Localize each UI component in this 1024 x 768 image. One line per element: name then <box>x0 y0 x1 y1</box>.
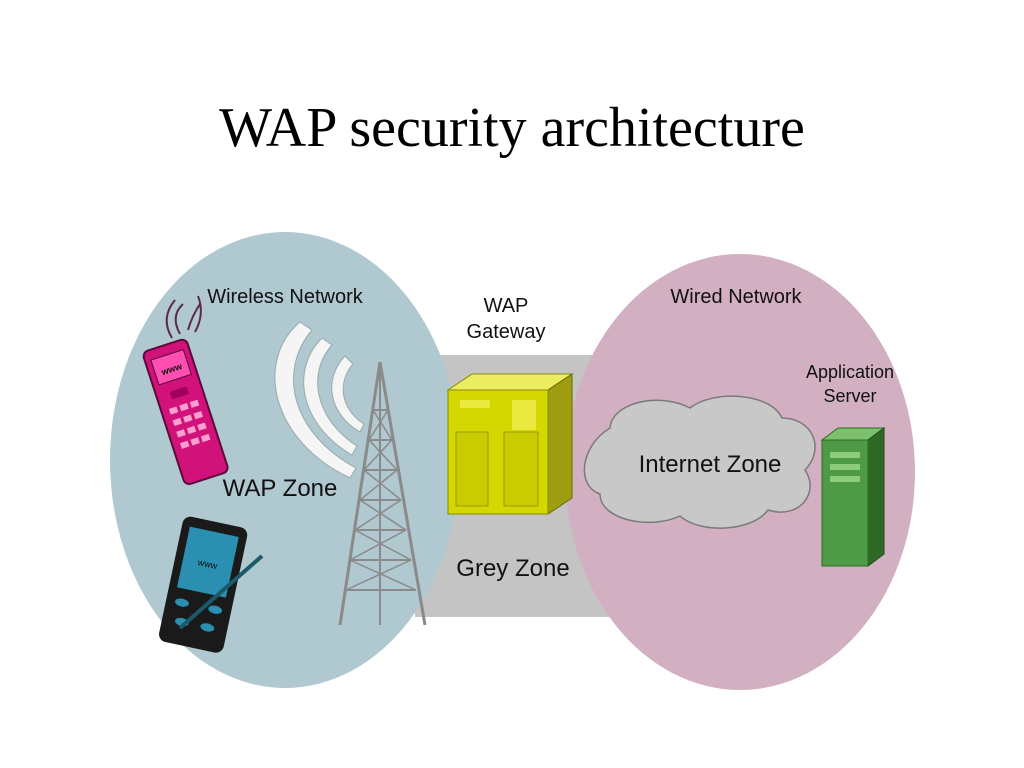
wireless-network-label: Wireless Network <box>207 286 364 308</box>
grey-zone-label: Grey Zone <box>456 555 569 582</box>
pda-screen-text: www <box>196 557 219 571</box>
internet-cloud-icon <box>583 395 816 529</box>
internet-zone-label: Internet Zone <box>639 451 782 478</box>
application-server-label-line1: Application <box>806 362 894 382</box>
antenna-tower-icon <box>338 361 427 626</box>
mobile-phone-icon: www <box>142 295 229 486</box>
slide-title: WAP security architecture <box>219 97 805 159</box>
application-server-icon <box>820 427 886 567</box>
wap-zone-label: WAP Zone <box>223 475 338 502</box>
pda-device-icon: www <box>159 516 264 653</box>
wap-gateway-server-icon <box>446 373 574 515</box>
wap-gateway-label-line1: WAP <box>484 295 529 317</box>
application-server-label-line2: Server <box>823 386 876 406</box>
radio-waves-icon <box>274 321 365 479</box>
wap-gateway-label-line2: Gateway <box>467 321 546 343</box>
wired-network-label: Wired Network <box>670 286 802 308</box>
